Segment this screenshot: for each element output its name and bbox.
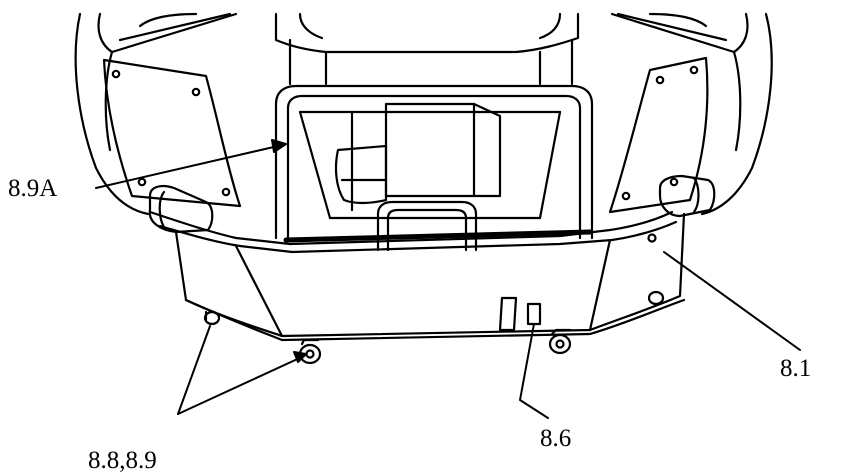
carry-handle-inner [286,94,582,240]
left-bumper-cap [148,185,214,234]
left-panel-bolt-low [221,187,231,197]
leader-lines [95,139,801,419]
leader-8-8-arrowhead [293,351,307,363]
casters [203,290,665,365]
callout-label-8-6: 8.6 [540,425,572,452]
carry-handle-outer [274,84,594,240]
connector-port [526,302,542,326]
callout-label-8-1: 8.1 [780,355,812,382]
caster-left-rear [203,310,221,326]
front-grip [376,200,478,252]
left-panel-bolt-top [111,69,121,79]
right-panel-bolt-low [621,191,631,201]
leader-8-8-b [177,355,305,415]
caster-right-rear [647,290,665,306]
callout-label-8-9a: 8.9A [8,175,58,202]
base-tub [174,212,686,342]
leader-8-6 [519,323,549,419]
inner-unit-box [384,102,476,198]
right-bumper-cap [658,174,716,218]
left-side-panel [102,58,242,208]
bumper-rail [148,174,716,254]
left-panel-bolt-bottom [137,177,147,187]
leader-8-9a [95,145,279,189]
caster-right-front [548,328,572,355]
leader-8-9a-arrowhead [271,139,287,153]
left-panel-bolt-right [191,87,201,97]
floor-bar [283,229,593,243]
right-panel-bolt-left [655,75,665,85]
inner-frame [274,84,594,252]
caster-left-front [298,338,322,365]
callout-label-8-8-8-9: 8.8,8.9 [88,447,157,474]
right-side-panel [608,56,709,214]
right-panel-bolt-top [689,65,699,75]
connector-panel [498,296,518,332]
upper-housing [74,12,773,216]
right-panel-bolt-bottom [669,177,679,187]
leader-8-1 [663,251,801,351]
inner-tray [334,144,388,205]
leader-8-8-a [177,325,211,415]
